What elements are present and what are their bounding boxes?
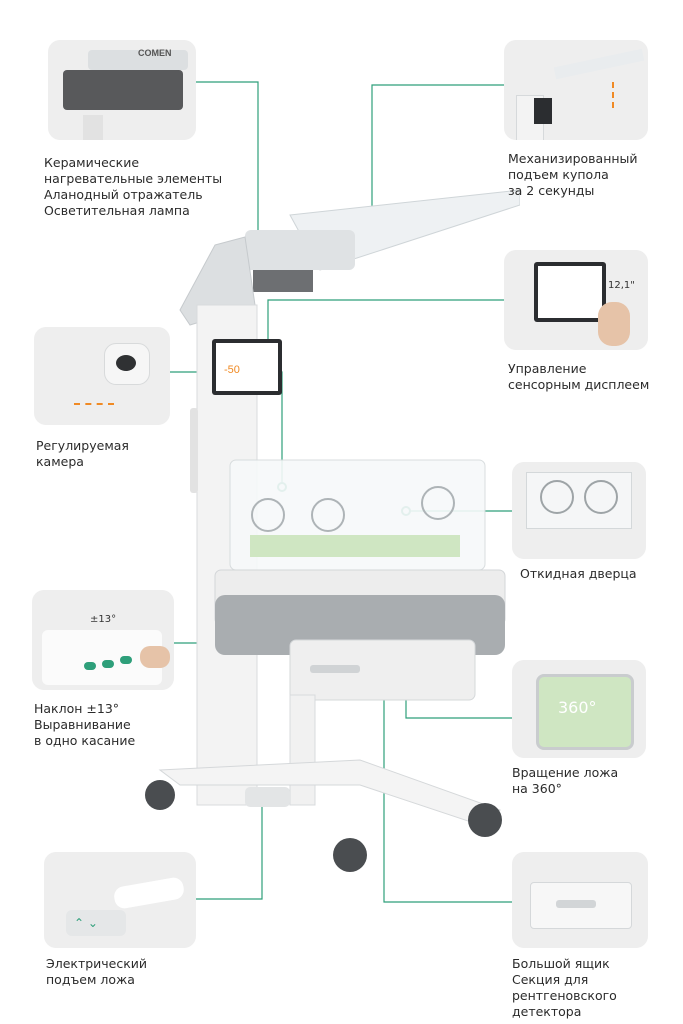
rotation-caption: Вращение ложа на 360°	[512, 765, 619, 796]
drawer-caption: Большой ящик Секция для рентгеновского д…	[512, 956, 617, 1019]
canopy-thumbnail	[504, 40, 648, 140]
tilt-button-3	[120, 656, 132, 664]
side-handle	[190, 408, 198, 493]
mini-screen	[534, 98, 552, 124]
drawer-connector	[383, 693, 512, 903]
heaters-thumbnail: COMEN	[48, 40, 196, 140]
heater-block	[63, 70, 183, 110]
canopy-caption: Механизированный подъем купола за 2 секу…	[508, 151, 638, 198]
tilt-thumbnail: ±13°	[32, 590, 174, 690]
wheel-3	[468, 803, 502, 837]
tilt-badge: ±13°	[90, 614, 117, 625]
rotate-arrow-icon	[74, 393, 114, 405]
mattress	[250, 535, 460, 557]
touchscreen-thumbnail: 12,1"	[504, 250, 648, 350]
screen-size-label: 12,1"	[608, 280, 635, 291]
pedestal	[289, 694, 316, 806]
shoe-icon	[112, 876, 186, 910]
porthole-3	[421, 486, 455, 520]
door-thumbnail	[512, 462, 646, 559]
lift-thumbnail: ⌃ ⌄	[44, 852, 196, 948]
camera-caption: Регулируемая камера	[36, 438, 129, 469]
foot-pedal-icon	[66, 910, 126, 936]
porthole-icon-2	[584, 480, 618, 514]
arrow-icon	[604, 82, 614, 108]
lift-caption: Электрический подъем ложа	[46, 956, 148, 987]
device-screen-panel	[216, 343, 278, 391]
finger-icon	[140, 646, 170, 668]
brand-label: COMEN	[138, 48, 172, 58]
touchscreen-caption: Управление сенсорным дисплеем	[508, 361, 650, 392]
hand-icon	[598, 302, 630, 346]
lift-connector	[196, 797, 263, 900]
drawer-thumbnail	[512, 852, 648, 948]
tilt-button-1	[84, 662, 96, 670]
heater-head	[245, 230, 355, 270]
heaters-caption: Керамические нагревательные элементы Ала…	[44, 155, 223, 218]
rotation-badge: 360°	[558, 698, 597, 717]
touchscreen-connector	[267, 299, 504, 345]
porthole-2	[311, 498, 345, 532]
drawer-handle-icon	[556, 900, 596, 908]
camera-lens-icon	[116, 355, 136, 371]
wheel-1	[145, 780, 175, 810]
door-caption: Откидная дверца	[520, 566, 637, 581]
rotation-thumbnail: 360°	[512, 660, 646, 758]
incubator-illustration: -50	[145, 189, 520, 872]
drawer-handle	[310, 665, 360, 673]
tilt-button-2	[102, 660, 114, 668]
camera-thumbnail	[34, 327, 170, 425]
porthole-1	[251, 498, 285, 532]
tilt-caption: Наклон ±13° Выравнивание в одно касание	[34, 701, 136, 748]
porthole-icon	[540, 480, 574, 514]
wheel-2	[333, 838, 367, 872]
foot-pedals	[245, 787, 290, 807]
drawer	[289, 639, 476, 701]
canopy-connector	[371, 84, 508, 236]
heaters-connector	[196, 81, 259, 262]
device-screen-value: -50	[224, 364, 240, 376]
heater-elements	[253, 270, 313, 292]
